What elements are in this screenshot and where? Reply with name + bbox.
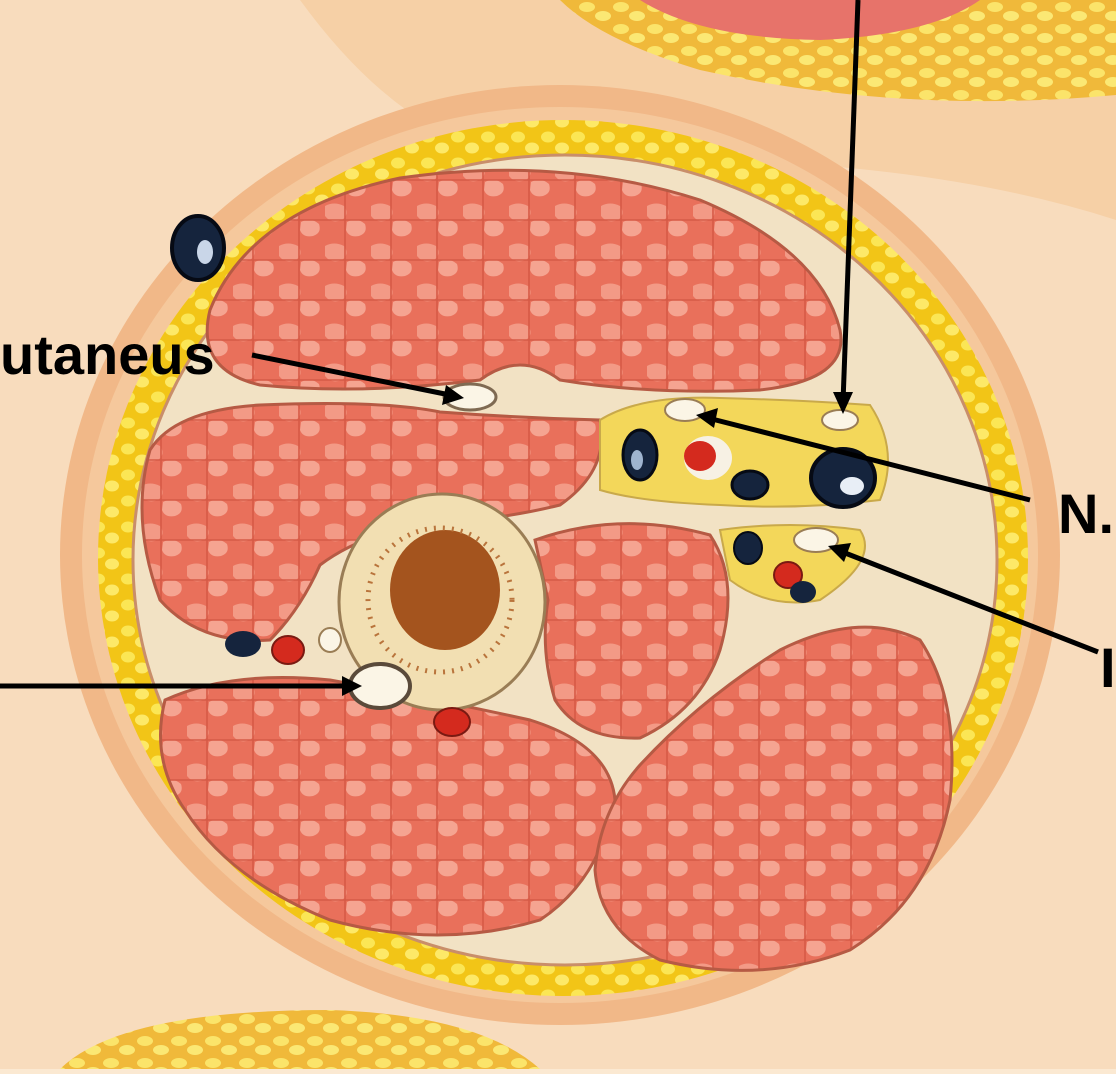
label-musculocutaneus: utaneus bbox=[0, 327, 215, 383]
label-nervus: N. bbox=[1058, 486, 1114, 542]
label-lower-right: I bbox=[1100, 640, 1116, 696]
